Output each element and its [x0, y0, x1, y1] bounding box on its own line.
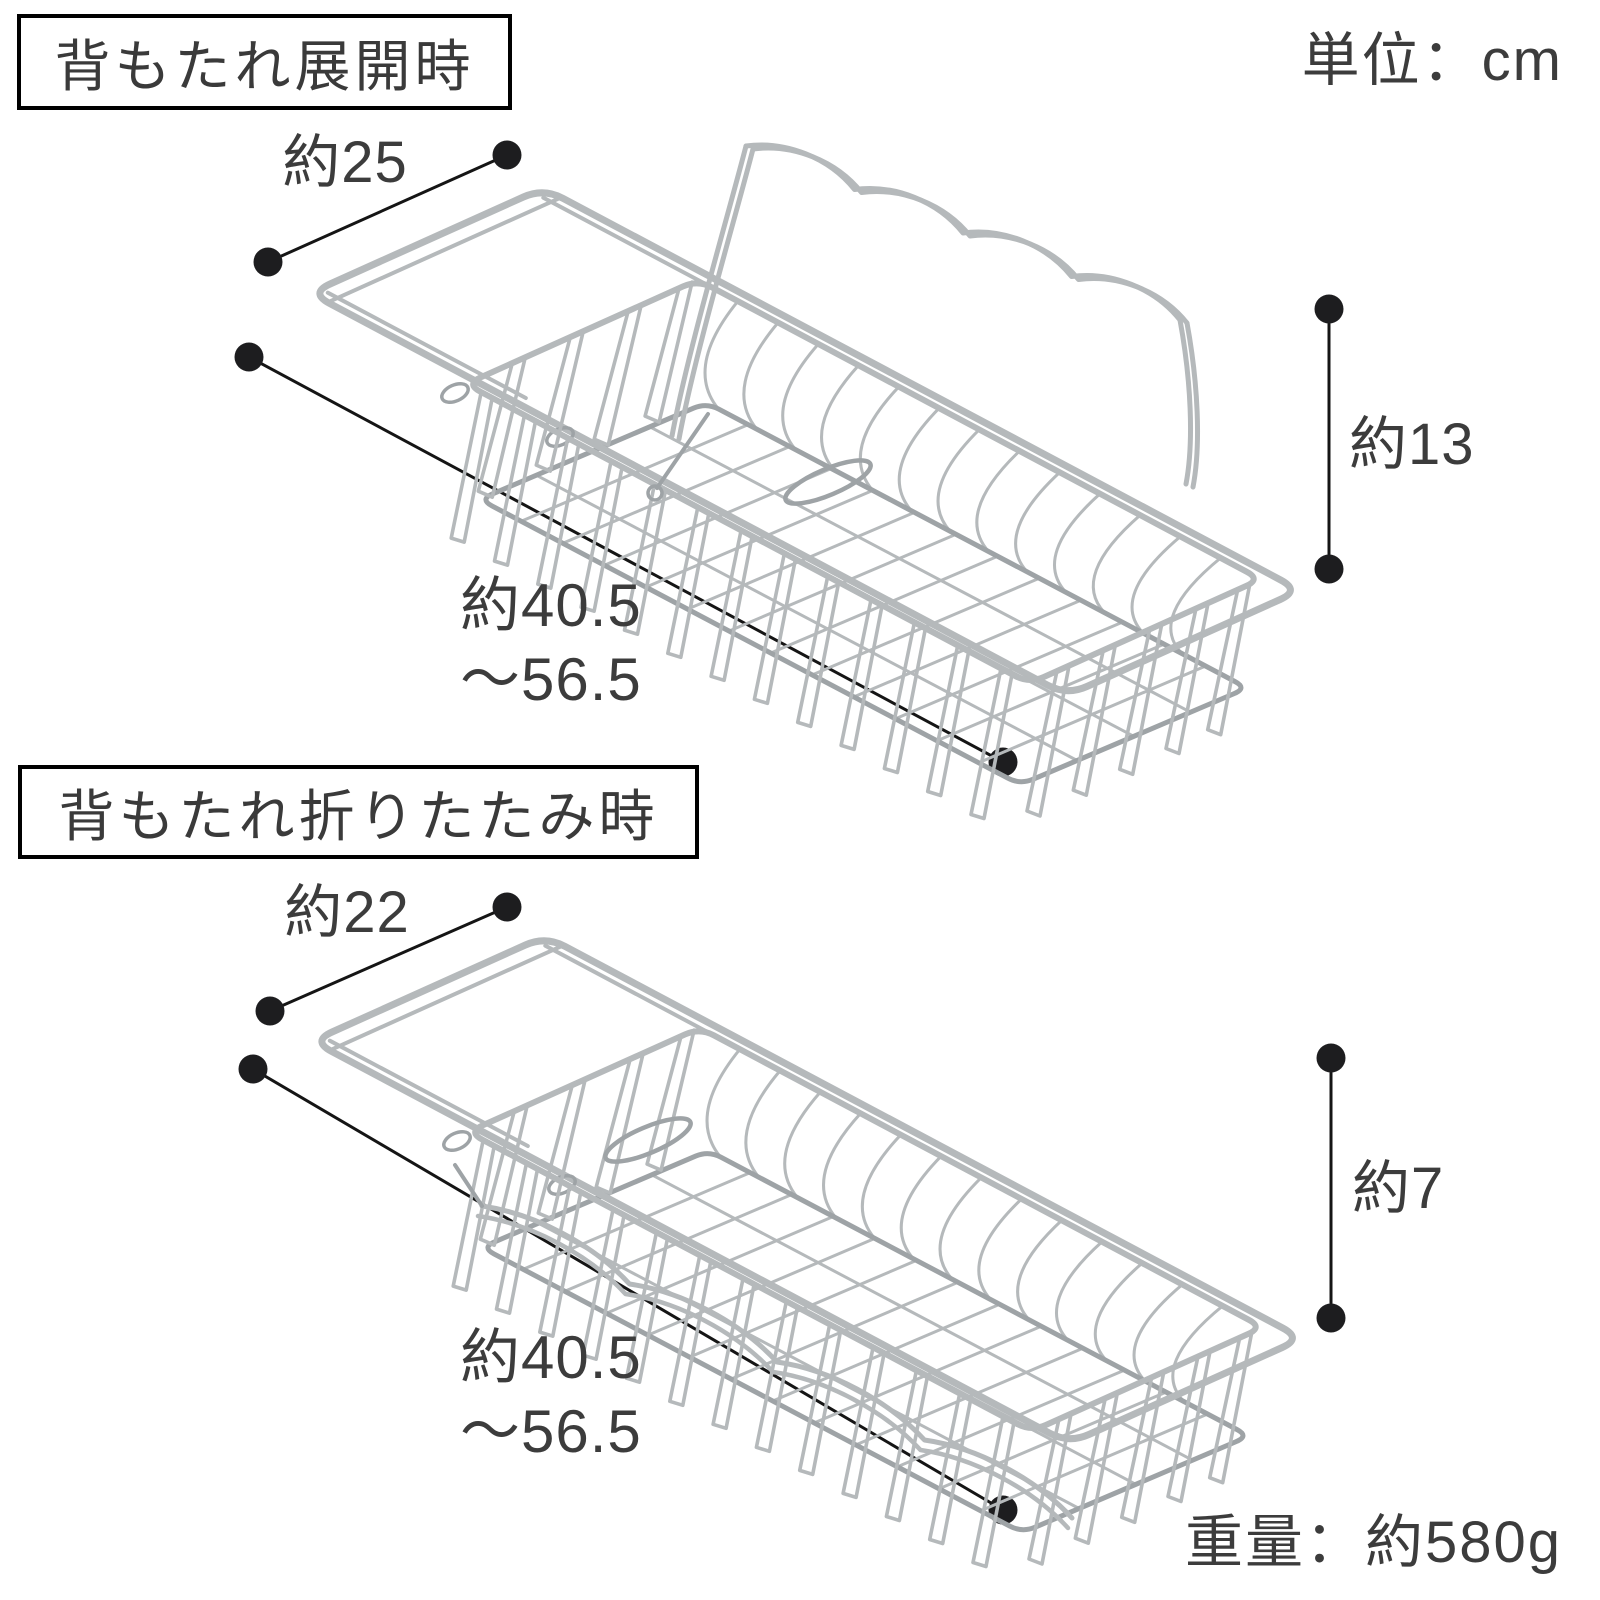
dim-length-folded-line1: 約40.5 [460, 1324, 642, 1391]
state-label-folded: 背もたれ折りたたみ時 [18, 765, 699, 859]
dim-depth-expanded: 約25 [282, 130, 408, 195]
unit-note: 単位：cm [1301, 28, 1563, 93]
basket-folded-drawing [318, 937, 1296, 1569]
state-label-expanded-text: 背もたれ展開時 [54, 34, 475, 98]
dim-length-expanded-line1: 約40.5 [460, 572, 642, 639]
dim-length-folded-line2: 〜56.5 [460, 1398, 642, 1465]
dim-length-expanded-line2: 〜56.5 [460, 646, 642, 713]
dim-height-expanded: 約13 [1349, 412, 1475, 477]
basket-folded-drawing-backrest-folded [453, 1116, 1075, 1531]
state-label-folded-text: 背もたれ折りたたみ時 [58, 784, 659, 848]
dim-depth-folded: 約22 [284, 880, 410, 945]
state-label-expanded: 背もたれ展開時 [17, 14, 512, 110]
weight-note: 重量：約580g [1184, 1510, 1562, 1575]
basket-expanded-drawing-backrest [646, 142, 1201, 506]
dim-height-folded: 約7 [1352, 1156, 1445, 1221]
basket-expanded-drawing [316, 189, 1294, 821]
